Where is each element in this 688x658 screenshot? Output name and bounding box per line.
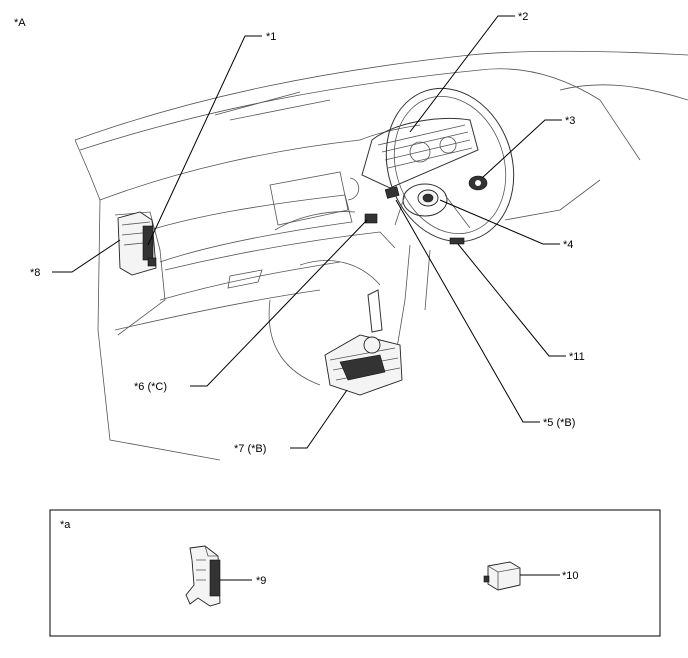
part-3-switch: [468, 175, 488, 191]
callout-11: *11: [569, 351, 585, 363]
inset-label: *a: [60, 519, 71, 531]
callout-4: *4: [563, 239, 573, 251]
inset-box: *a *9 *10: [49, 509, 661, 637]
callout-8: *8: [30, 267, 40, 279]
callout-1: *1: [266, 31, 276, 43]
callout-9: *9: [256, 575, 266, 587]
view-label: *A: [14, 17, 26, 29]
callout-7: *7 (*B): [234, 443, 266, 455]
part-8-ecu: [117, 211, 157, 276]
callout-3: *3: [565, 115, 575, 127]
steering-wheel: [385, 87, 515, 243]
callout-10: *10: [562, 570, 579, 582]
part-9-bracket: [185, 545, 221, 607]
callout-5: *5 (*B): [543, 417, 575, 429]
part-5-connector: [384, 186, 400, 199]
part-11-connector: [449, 237, 465, 245]
part-4-sensor: [417, 189, 439, 207]
callout-2: *2: [518, 11, 528, 23]
leader-lines: [52, 15, 566, 449]
part-6-connector: [364, 213, 378, 224]
shift-lever-assembly: [324, 289, 403, 396]
dashboard-outline: [74, 50, 688, 461]
part-10-module: [483, 561, 521, 591]
callout-6: *6 (*C): [134, 381, 167, 393]
instrument-cluster: [361, 117, 479, 189]
